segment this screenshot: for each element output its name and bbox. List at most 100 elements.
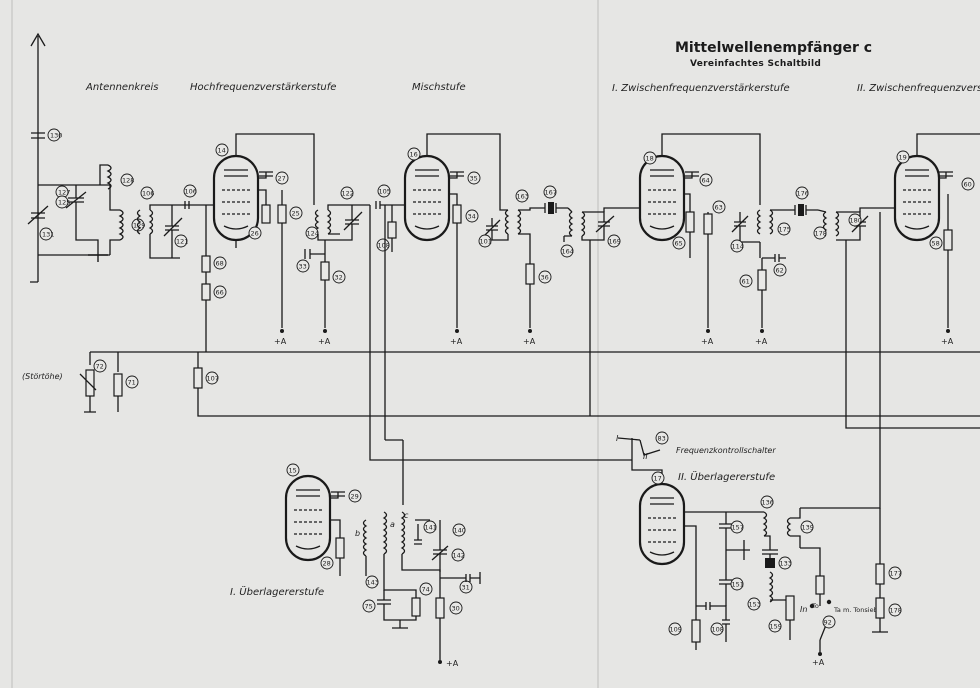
label-c126: 106: [142, 190, 154, 198]
label-r159: 159: [770, 623, 782, 631]
label-c108: 108: [378, 242, 390, 250]
label-c33: 33: [299, 263, 307, 271]
label-c151: 151: [732, 581, 744, 589]
label-c75: 75: [365, 603, 373, 611]
label-r68: 68: [216, 260, 224, 268]
label-c31: 31: [462, 584, 470, 592]
label-c178: 178: [815, 230, 827, 238]
supply-label-4: +A: [523, 337, 536, 346]
label-c153: 153: [749, 601, 761, 609]
label-r63: 63: [715, 204, 723, 212]
label-r109: 109: [670, 626, 682, 634]
label-r28: 28: [323, 560, 331, 568]
label-c108b: 108: [712, 626, 724, 634]
coil-label-b: b: [355, 529, 360, 538]
label-c157: 157: [732, 524, 744, 532]
label-r72: 72: [96, 363, 104, 371]
noise-label: (Störtöhe): [22, 372, 63, 381]
label-c107: 106: [185, 188, 197, 196]
switch-label-in: In: [800, 605, 807, 614]
label-v16: 16: [410, 151, 418, 159]
label-r30: 30: [452, 605, 460, 613]
label-c64: 64: [702, 177, 710, 185]
label-r177: 177: [890, 570, 902, 578]
label-c130: 130: [50, 132, 62, 140]
label-c143: 143: [367, 579, 379, 587]
label-v19: 19: [899, 154, 907, 162]
if2-stage: 19 60 58 +A: [893, 133, 980, 346]
label-c139: 139: [802, 524, 814, 532]
label-c175: 175: [779, 226, 791, 234]
label-c169: 169: [609, 238, 621, 246]
hf-amplifier-stage: 106 121 106 14 68 66 27 26 25 +A: [136, 133, 370, 352]
switch-label-tonsieb: Ta m. Tonsieb: [833, 606, 878, 614]
oscillator-2-stage: I II 83 Frequenzkontrollschalter 17 157 …: [616, 431, 902, 667]
label-c122: 122: [342, 190, 354, 198]
antenna-circuit: 130 131 127 125 128 129: [27, 32, 145, 283]
frequency-switch-label: Frequenzkontrollschalter: [676, 446, 776, 455]
supply-label-7: +A: [941, 337, 954, 346]
label-c176: 176: [797, 190, 809, 198]
label-c92: 92: [824, 619, 832, 627]
label-c101: 101: [480, 238, 492, 246]
tube-v17: [638, 482, 686, 566]
label-c141: 141: [425, 524, 437, 532]
label-c60: 60: [964, 181, 972, 189]
label-r36: 36: [541, 274, 549, 282]
label-r107: 107: [207, 375, 219, 383]
stage-label-if1: I. Zwischenfrequenzverstärkerstufe: [612, 83, 790, 94]
label-c83: 83: [658, 435, 666, 443]
supply-label-1: +A: [274, 337, 287, 346]
label-c164: 164: [562, 248, 574, 256]
supply-label-8: +A: [446, 659, 459, 668]
label-r58: 58: [932, 240, 940, 248]
if1-stage: 18 64 65 63 +A 114 175 62 61 +A 176: [638, 133, 980, 429]
coil-label-c: c: [404, 511, 409, 520]
label-r34: 34: [468, 213, 476, 221]
label-c129: 129: [133, 222, 145, 230]
mixer-stage: 105 108 16 35 34 +A 163 101 36 +A 1: [375, 133, 640, 416]
label-c29: 29: [351, 493, 359, 501]
antenna-arrow-icon: [30, 32, 46, 47]
switch-position-2: II: [643, 452, 648, 461]
label-r71: 71: [128, 379, 136, 387]
diagram-title: Mittelwellenempfänger c: [675, 40, 872, 56]
label-c142: 142: [453, 552, 465, 560]
label-c27: 27: [278, 175, 286, 183]
label-c128: 128: [122, 177, 134, 185]
label-r66: 66: [216, 289, 224, 297]
stage-label-if2: II. Zwischenfrequenzverstärk: [857, 83, 980, 94]
label-c136: 136: [762, 499, 774, 507]
supply-label-5: +A: [701, 337, 714, 346]
label-c167: 167: [545, 189, 557, 197]
supply-label-6: +A: [755, 337, 768, 346]
switch-position-1: I: [616, 434, 619, 443]
stage-label-mixer: Mischstufe: [412, 82, 466, 93]
label-c121: 121: [176, 238, 188, 246]
label-c35: 35: [470, 175, 478, 183]
label-v14: 14: [218, 147, 226, 155]
label-c105: 105: [379, 188, 391, 196]
label-v15: 15: [289, 467, 297, 475]
stage-label-hf-amplifier: Hochfrequenzverstärkerstufe: [190, 82, 336, 93]
stage-label-oscillator-1: I. Überlagererstufe: [230, 585, 324, 598]
supply-label-2: +A: [318, 337, 331, 346]
switch-label-to: To: [811, 602, 819, 610]
supply-label-9: +A: [812, 658, 825, 667]
label-r65: 65: [675, 240, 683, 248]
oscillator-1-stage: 15 29 28 b a c 143 141 140 142 31 30 +A …: [284, 463, 481, 668]
label-c62: 62: [776, 267, 784, 275]
label-v17: 17: [654, 475, 662, 483]
label-r74: 74: [422, 586, 430, 594]
label-r61: 61: [742, 278, 750, 286]
label-r26: 26: [251, 230, 259, 238]
label-c125: 125: [58, 199, 70, 207]
label-c180: 180: [850, 217, 862, 225]
label-r32: 32: [335, 274, 343, 282]
label-r25: 25: [292, 210, 300, 218]
tube-v15: [284, 474, 332, 562]
label-c127: 127: [58, 189, 70, 197]
